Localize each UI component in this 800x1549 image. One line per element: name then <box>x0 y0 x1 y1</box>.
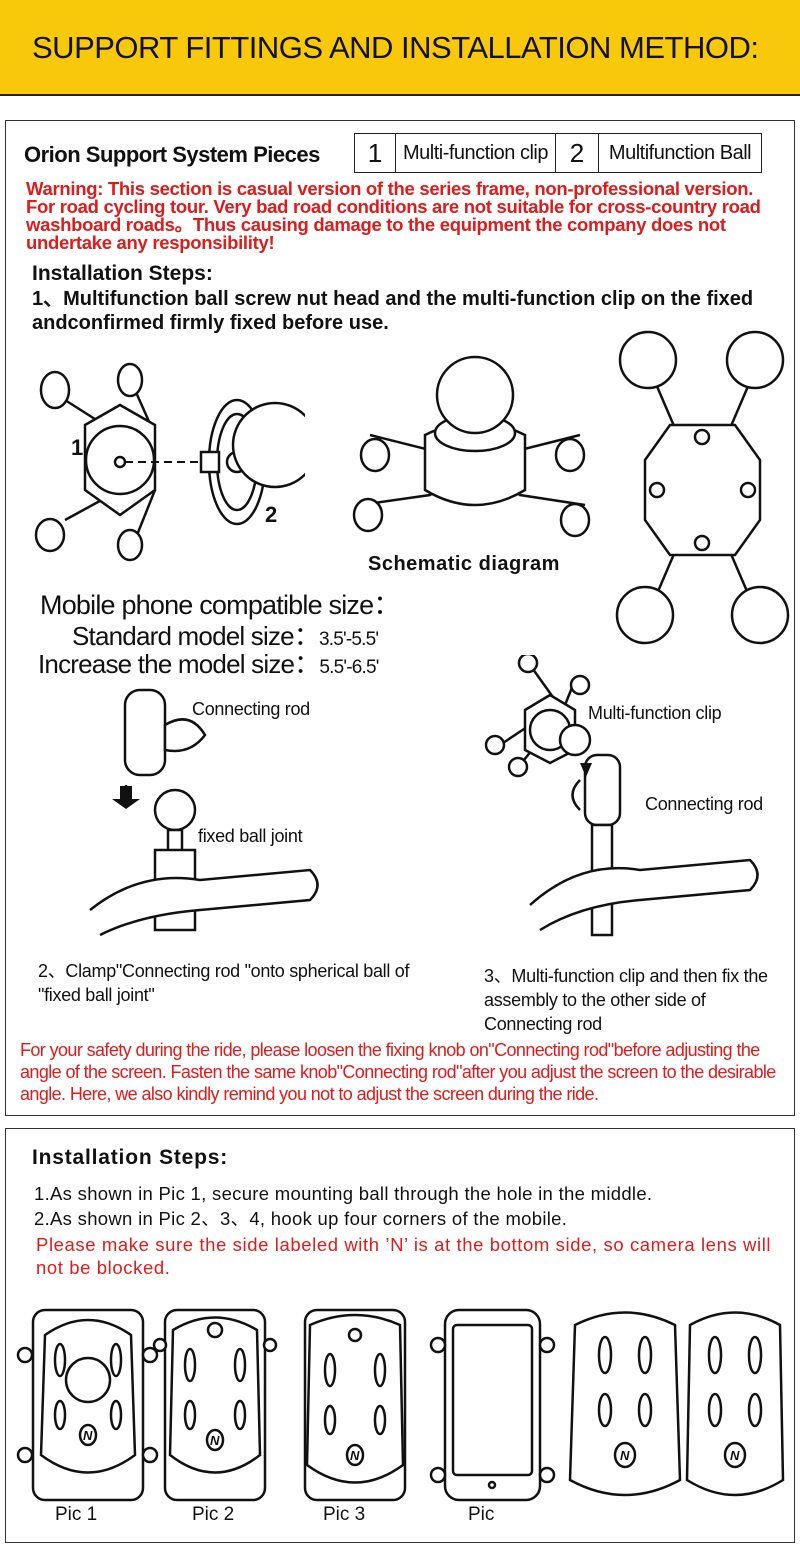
step-3-caption: 3、Multi-function clip and then fix the a… <box>484 966 768 1034</box>
compatible-size-title: Mobile phone compatible size： <box>40 590 400 620</box>
assembled-clip-diagram <box>352 355 591 538</box>
clip-assembly-step-diagram <box>484 655 759 937</box>
clip-and-ball-diagram: 1 2 <box>34 362 305 562</box>
page-title: SUPPORT FITTINGS AND INSTALLATION METHOD… <box>32 30 759 65</box>
standard-size-label: Standard model size： <box>72 621 320 651</box>
n-mark-5: N <box>730 1448 740 1463</box>
n-mark-3: N <box>350 1448 360 1463</box>
pic-2-drawing <box>152 1308 278 1502</box>
pic-label-3: Pic 3 <box>323 1504 366 1525</box>
n-mark-2: N <box>210 1433 220 1448</box>
multi-function-clip-label: Multi-function clip <box>588 703 722 723</box>
standard-size-value: 3.5'-5.5' <box>319 629 379 650</box>
mount-step-1-text: 1.As shown in Pic 1, secure mounting bal… <box>34 1183 653 1204</box>
piece-name-2: Multifunction Ball <box>598 133 762 173</box>
strap-drawing-2 <box>685 1311 785 1497</box>
mounting-steps-panel <box>5 1128 795 1543</box>
piece-number-1: 1 <box>354 133 396 173</box>
step-2-caption: 2、Clamp"Connecting rod "onto spherical b… <box>38 961 410 1005</box>
piece-name-1: Multi-function clip <box>395 133 556 173</box>
pic-3-drawing <box>303 1308 407 1502</box>
warning-text: Warning: This section is casual version … <box>26 178 761 253</box>
pic-label-1: Pic 1 <box>55 1504 98 1525</box>
pic-label-4: Pic <box>468 1504 495 1525</box>
installation-steps-heading-2: Installation Steps: <box>32 1146 229 1169</box>
orientation-notice: Please make sure the side labeled with ’… <box>36 1234 772 1278</box>
increase-size-row: Increase the model size：5.5'-6.5' <box>38 644 379 681</box>
pic-label-2: Pic 2 <box>192 1504 235 1525</box>
diagram-number-2: 2 <box>265 502 277 527</box>
fixed-ball-joint-label: fixed ball joint <box>198 826 303 846</box>
n-mark-4: N <box>620 1448 630 1463</box>
strap-drawing-1 <box>568 1311 682 1497</box>
safety-notice: For your safety during the ride, please … <box>20 1040 776 1104</box>
schematic-diagram-label: Schematic diagram <box>368 553 560 575</box>
connecting-rod-label-2: Connecting rod <box>645 794 763 814</box>
step-1-text: 1、Multifunction ball screw nut head and … <box>32 288 754 334</box>
piece-number-2: 2 <box>555 133 599 173</box>
pieces-title: Orion Support System Pieces <box>24 142 320 167</box>
header-banner <box>0 0 800 96</box>
front-view-clip-diagram <box>615 330 790 645</box>
connecting-rod-step-diagram <box>89 688 319 937</box>
installation-steps-heading: Installation Steps: <box>32 262 213 285</box>
increase-size-value: 5.5'-6.5' <box>319 657 379 678</box>
connecting-rod-label: Connecting rod <box>192 699 310 719</box>
n-mark-1: N <box>83 1428 93 1443</box>
standard-size-row: Standard model size：3.5'-5.5' <box>72 616 379 653</box>
pic-1-drawing <box>16 1308 159 1502</box>
installation-panel <box>5 120 795 1116</box>
pic-4-drawing <box>429 1308 556 1502</box>
mount-step-2-text: 2.As shown in Pic 2、3、4, hook up four co… <box>34 1208 568 1229</box>
diagram-number-1: 1 <box>71 435 83 460</box>
mounting-pics-strip: N N N N N <box>16 1308 785 1502</box>
increase-size-label: Increase the model size： <box>38 649 320 679</box>
